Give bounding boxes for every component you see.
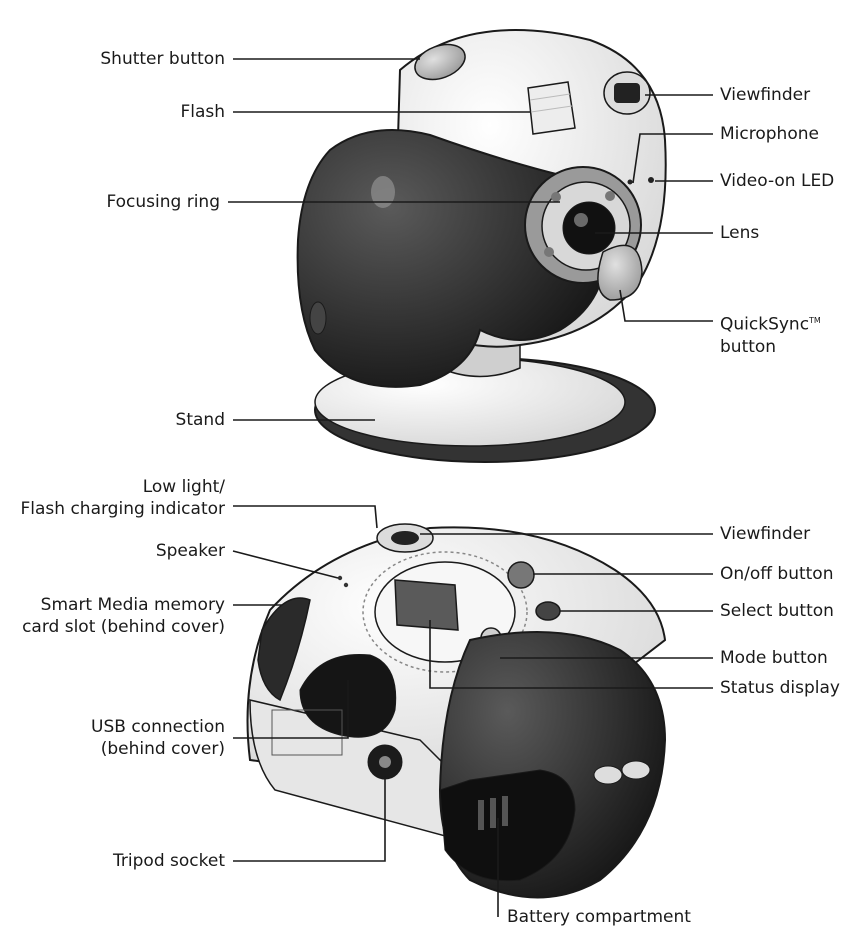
label-low-light-line1: Low light/: [142, 477, 225, 497]
label-smart-media-line2: card slot (behind cover): [22, 617, 225, 637]
label-smart-media: Smart Media memory card slot (behind cov…: [22, 594, 225, 638]
label-usb-line2: (behind cover): [100, 739, 225, 759]
microphone-hole: [627, 179, 633, 185]
label-battery-compartment: Battery compartment: [507, 907, 691, 927]
label-stand: Stand: [175, 410, 225, 430]
select-button-shape: [535, 601, 561, 621]
status-display-shape: [394, 579, 459, 631]
label-tripod-socket: Tripod socket: [113, 851, 225, 871]
back-left-grip: [257, 597, 311, 702]
grip-highlight: [371, 176, 395, 208]
label-quicksync-button: QuickSyncTM button: [720, 310, 821, 358]
quicksync-button-shape: [597, 244, 643, 301]
front-camera: [296, 29, 667, 463]
label-mode-button: Mode button: [720, 648, 828, 668]
label-shutter-button: Shutter button: [100, 49, 225, 69]
label-on-off-button: On/off button: [720, 564, 834, 584]
leader-lines: [228, 58, 713, 917]
label-focusing-ring: Focusing ring: [106, 192, 220, 212]
label-flash: Flash: [180, 102, 225, 122]
label-lens: Lens: [720, 223, 760, 243]
label-select-button: Select button: [720, 601, 834, 621]
label-usb-line1: USB connection: [91, 717, 225, 737]
label-video-on-led: Video-on LED: [720, 171, 835, 191]
label-quicksync-tm: TM: [809, 316, 821, 325]
label-quicksync-line1: QuickSync: [720, 314, 810, 335]
back-camera: [246, 523, 667, 899]
label-speaker: Speaker: [155, 541, 225, 561]
label-smart-media-line1: Smart Media memory: [40, 595, 225, 615]
label-status-display: Status display: [720, 678, 840, 698]
label-low-light: Low light/ Flash charging indicator: [21, 476, 226, 520]
on-off-button-shape: [507, 561, 535, 589]
label-usb-connection: USB connection (behind cover): [91, 716, 225, 760]
status-display-ring: [362, 551, 528, 673]
side-port: [309, 301, 327, 335]
label-microphone: Microphone: [720, 124, 819, 144]
label-quicksync-line2: button: [720, 336, 777, 357]
video-on-led-dot: [648, 177, 654, 183]
label-viewfinder-front: Viewfinder: [720, 85, 811, 105]
flash-shape: [527, 81, 576, 135]
label-viewfinder-back: Viewfinder: [720, 524, 811, 544]
label-low-light-line2: Flash charging indicator: [20, 499, 226, 519]
lens-shape: [562, 201, 616, 255]
shutter-button-shape: [414, 43, 466, 81]
speaker-hole: [337, 575, 343, 581]
